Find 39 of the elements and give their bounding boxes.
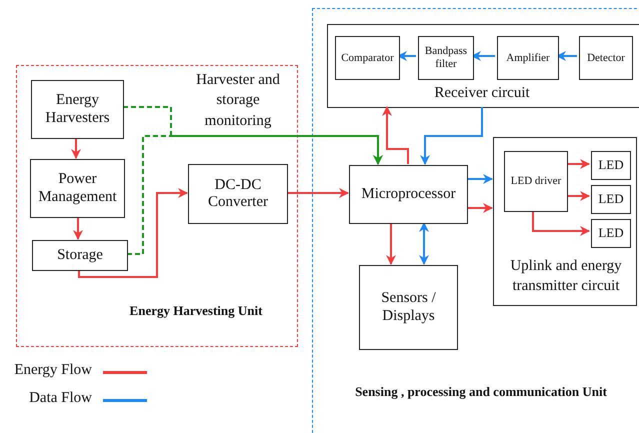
- process-box: Power Management: [30, 159, 125, 218]
- process-box: Detector: [579, 36, 633, 80]
- arrow: [566, 159, 590, 169]
- arrow: [532, 210, 590, 236]
- process-box: Microprocessor: [349, 165, 468, 224]
- arrow: [73, 217, 83, 240]
- unit-title: Energy Harvesting Unit: [128, 303, 264, 320]
- process-box: DC-DC Converter: [188, 164, 288, 224]
- annotation-text: Harvester and storage monitoring: [195, 71, 281, 130]
- legend-text: Data Flow: [28, 390, 92, 407]
- circuit-box: [327, 24, 639, 108]
- process-box: Bandpass filter: [418, 36, 474, 80]
- arrow: [420, 107, 483, 165]
- process-box: Sensors / Displays: [359, 265, 458, 350]
- process-box: LED: [591, 151, 631, 180]
- process-box: LED driver: [504, 151, 568, 212]
- unit-title: Sensing , processing and communication Unit: [354, 384, 608, 401]
- arrow: [467, 203, 493, 213]
- circuit-label: Receiver circuit: [433, 84, 531, 103]
- process-box: LED: [591, 219, 631, 248]
- circuit-label: Uplink and energy transmitter circuit: [509, 257, 623, 296]
- circuit-box: [493, 137, 637, 306]
- arrow: [78, 188, 188, 278]
- arrow: [419, 222, 429, 265]
- dashed-arrow: [127, 135, 383, 255]
- process-box: Storage: [32, 240, 128, 271]
- unit-boundary: [16, 65, 298, 347]
- arrow: [386, 223, 396, 265]
- process-box: Comparator: [335, 36, 400, 80]
- arrow: [71, 138, 81, 159]
- legend-text: Energy Flow: [13, 362, 92, 379]
- unit-boundary: [312, 8, 639, 433]
- process-box: Amplifier: [497, 36, 559, 80]
- arrow: [566, 191, 590, 201]
- process-box: Energy Harvesters: [31, 80, 124, 139]
- arrow: [467, 174, 493, 184]
- arrow: [382, 106, 409, 164]
- arrow: [287, 188, 349, 198]
- process-box: LED: [591, 185, 631, 214]
